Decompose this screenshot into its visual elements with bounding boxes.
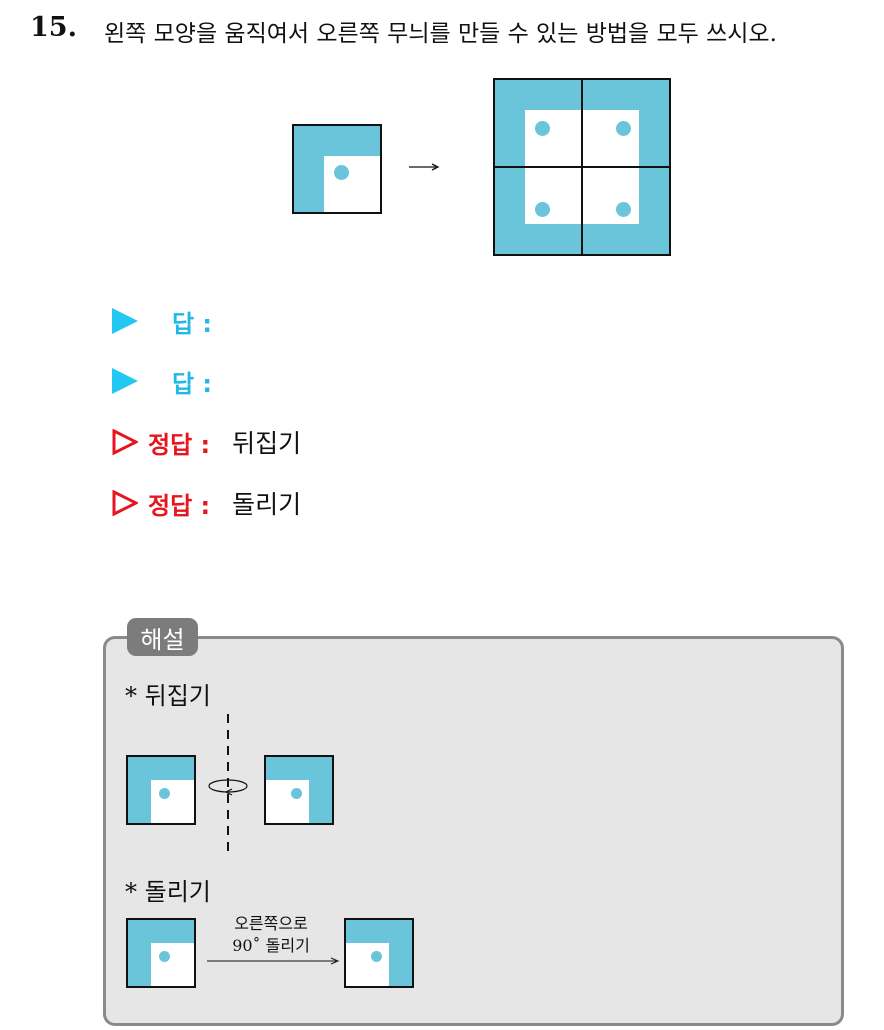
rotate-caption-line-1: 오른쪽으로 <box>234 914 308 933</box>
outlined-triangle-icon <box>112 490 138 516</box>
flip-original-tile <box>126 755 196 825</box>
correct-answer-label: 정답 : <box>148 430 211 459</box>
outlined-triangle-icon <box>112 429 138 455</box>
rotate-original-tile <box>126 918 196 988</box>
answer-row-2: 답 : <box>112 364 212 398</box>
answer-label: 답 : <box>172 369 213 398</box>
rotate-heading: * 돌리기 <box>125 878 211 906</box>
correct-answer-value: 뒤집기 <box>232 429 302 458</box>
pattern-tile-top-right <box>581 78 671 168</box>
answer-label: 답 : <box>172 309 213 338</box>
flip-heading: * 뒤집기 <box>125 682 211 710</box>
question-text: 왼쪽 모양을 움직여서 오른쪽 무늬를 만들 수 있는 방법을 모두 쓰시오. <box>104 21 777 47</box>
pattern-tile-bottom-left <box>493 166 583 256</box>
correct-answer-row-1: 정답 : 뒤집기 <box>112 425 301 459</box>
rotate-result-tile <box>344 918 414 988</box>
explanation-tag: 해설 <box>127 618 198 656</box>
rotate-arrow-icon <box>207 957 340 965</box>
source-tile <box>292 124 382 214</box>
pattern-tile-bottom-right <box>581 166 671 256</box>
target-pattern <box>493 78 671 256</box>
play-triangle-icon <box>112 368 138 394</box>
flip-result-tile <box>264 755 334 825</box>
correct-answer-row-2: 정답 : 돌리기 <box>112 486 301 520</box>
play-triangle-icon <box>112 308 138 334</box>
pattern-tile-top-left <box>493 78 583 168</box>
flip-axis-icon <box>208 714 248 855</box>
correct-answer-value: 돌리기 <box>232 490 302 519</box>
arrow-icon <box>409 163 440 171</box>
correct-answer-label: 정답 : <box>148 491 211 520</box>
question-number: 15. <box>30 12 77 43</box>
rotate-caption-line-2: 90˚ 돌리기 <box>232 936 310 955</box>
answer-row-1: 답 : <box>112 304 212 338</box>
